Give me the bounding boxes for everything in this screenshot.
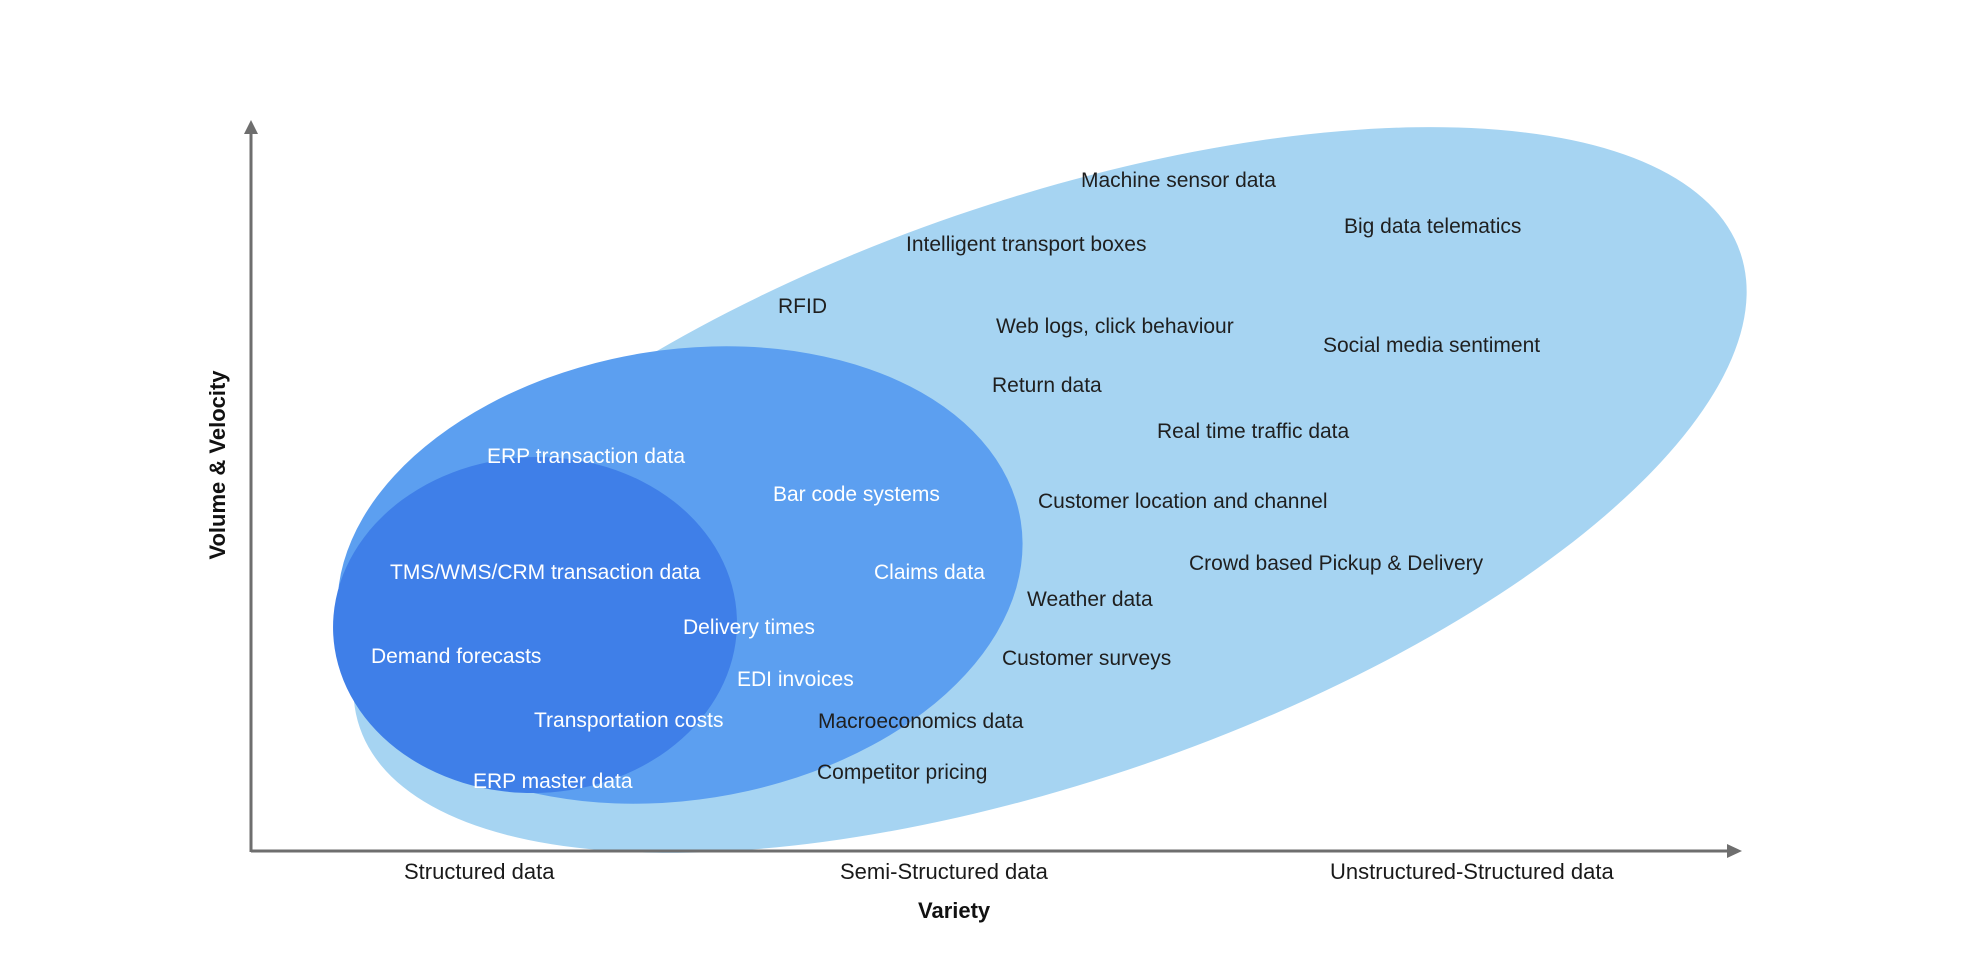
label-real-time-traffic-data: Real time traffic data (1157, 420, 1350, 443)
label-social-media-sentiment: Social media sentiment (1323, 334, 1541, 357)
label-delivery-times: Delivery times (683, 616, 815, 639)
x-category-semi-structured: Semi-Structured data (840, 859, 1048, 884)
label-macroeconomics-data: Macroeconomics data (818, 710, 1024, 733)
label-web-logs: Web logs, click behaviour (996, 315, 1234, 338)
y-axis-arrowhead (244, 120, 258, 134)
label-rfid: RFID (778, 295, 827, 318)
label-big-data-telematics: Big data telematics (1344, 215, 1522, 238)
x-axis-title: Variety (918, 898, 991, 923)
label-claims-data: Claims data (874, 561, 985, 584)
label-demand-forecasts: Demand forecasts (371, 645, 542, 668)
label-return-data: Return data (992, 374, 1102, 397)
label-competitor-pricing: Competitor pricing (817, 761, 988, 784)
label-customer-location-and-channel: Customer location and channel (1038, 490, 1328, 513)
label-machine-sensor-data: Machine sensor data (1081, 169, 1276, 192)
x-axis-arrowhead (1727, 844, 1742, 858)
label-intelligent-transport-boxes: Intelligent transport boxes (906, 233, 1147, 256)
label-weather-data: Weather data (1027, 588, 1153, 611)
label-transportation-costs: Transportation costs (534, 709, 724, 732)
x-category-unstructured-structured: Unstructured-Structured data (1330, 859, 1614, 884)
label-erp-master-data: ERP master data (473, 770, 633, 793)
x-category-structured: Structured data (404, 859, 555, 884)
label-erp-transaction-data: ERP transaction data (487, 445, 686, 468)
label-customer-surveys: Customer surveys (1002, 647, 1172, 670)
inner-ellipse (333, 456, 737, 794)
label-tms-wms-crm-transaction-data: TMS/WMS/CRM transaction data (390, 561, 701, 584)
label-crowd-based-pickup-delivery: Crowd based Pickup & Delivery (1189, 552, 1484, 575)
y-axis-title: Volume & Velocity (205, 370, 230, 560)
label-bar-code-systems: Bar code systems (773, 483, 940, 506)
label-edi-invoices: EDI invoices (737, 668, 854, 691)
